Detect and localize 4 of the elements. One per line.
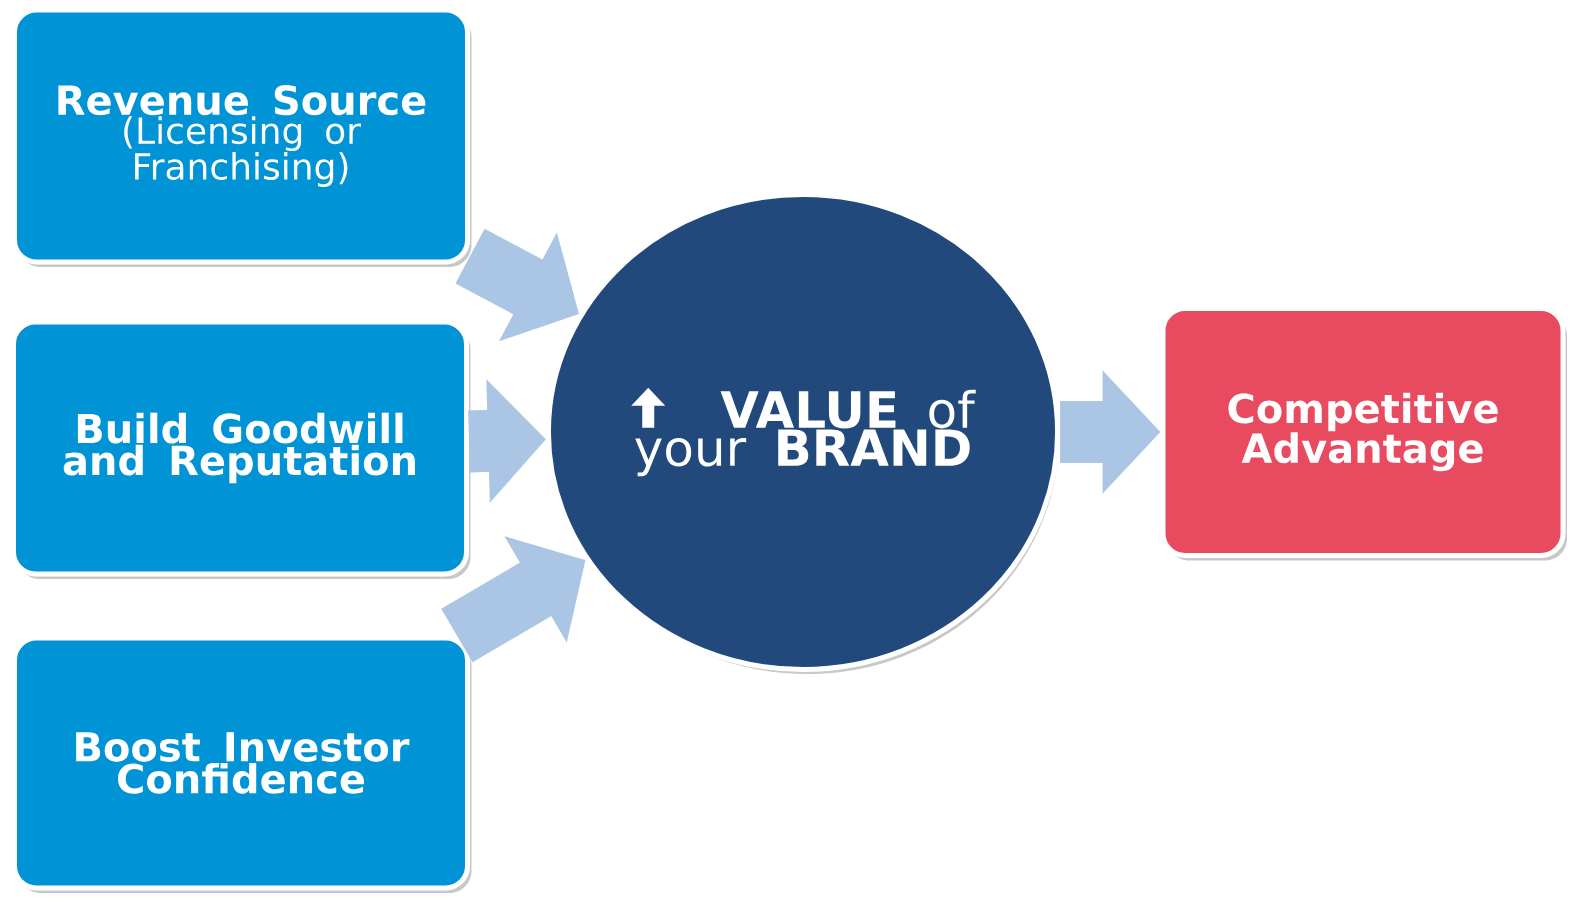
process-box: Boost Investor Confidence — [12, 635, 472, 893]
process-box: Build Goodwill and Reputation — [11, 319, 471, 579]
process-box: Revenue Source (Licensing or Franchising) — [12, 7, 472, 267]
result-box: Competitive Advantage — [1160, 306, 1567, 561]
